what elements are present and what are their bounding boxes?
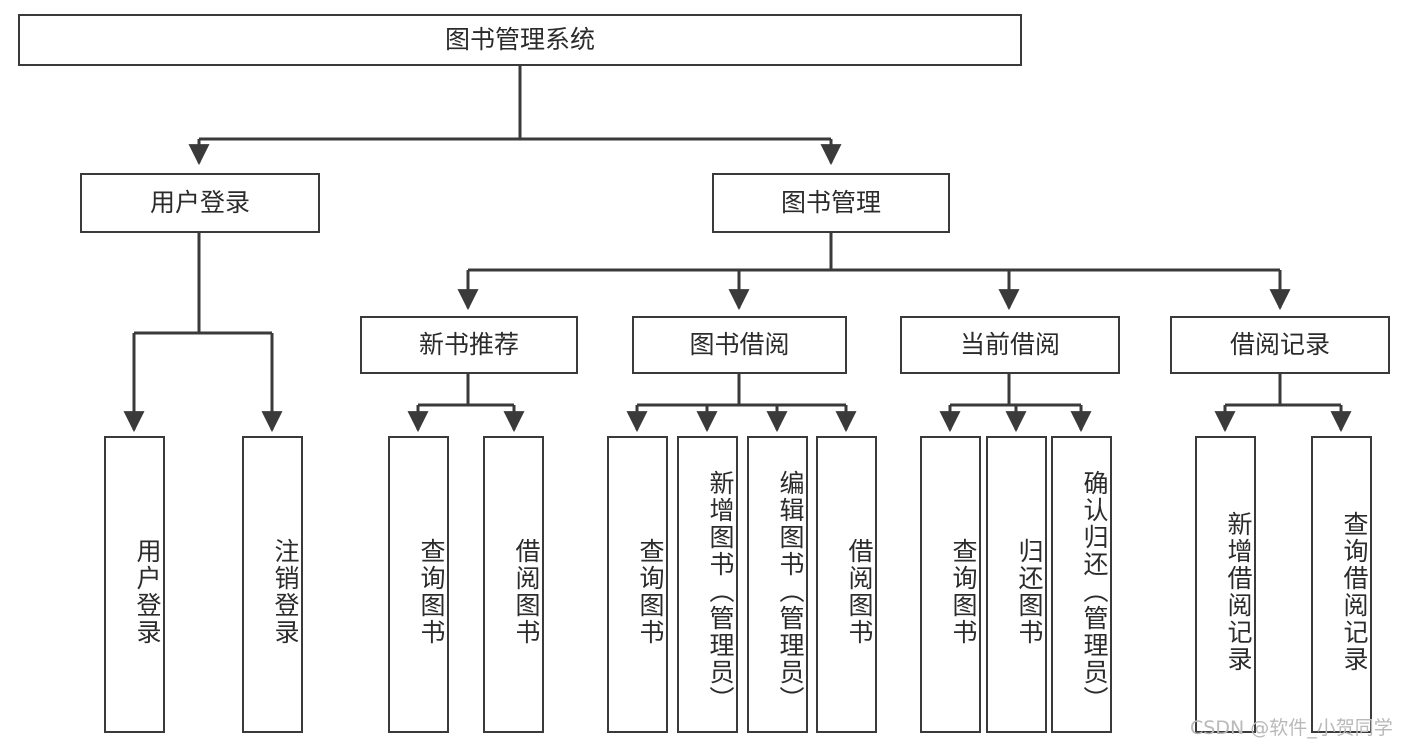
node-new-book-recommend[interactable]: 新书推荐 xyxy=(360,316,578,374)
node-label: 查询图书 xyxy=(949,537,978,646)
node-book-borrow[interactable]: 图书借阅 xyxy=(632,316,847,374)
node-label: 图书管理 xyxy=(780,188,881,218)
node-current-borrow[interactable]: 当前借阅 xyxy=(900,316,1120,374)
node-user-login[interactable]: 用户登录 xyxy=(80,173,320,233)
node-leaf-query-book-3[interactable]: 查询图书 xyxy=(920,436,981,733)
node-leaf-borrow-book-1[interactable]: 借阅图书 xyxy=(483,436,544,733)
node-label: 查询图书 xyxy=(636,537,665,646)
node-leaf-borrow-book-2[interactable]: 借阅图书 xyxy=(816,436,877,733)
node-label: 新书推荐 xyxy=(418,330,519,360)
csdn-watermark: CSDN @软件_小贺同学 xyxy=(1190,717,1393,739)
node-label: 确认归还（管理员） xyxy=(1080,470,1109,713)
node-leaf-user-logout[interactable]: 注销登录 xyxy=(242,436,303,733)
node-label: 图书借阅 xyxy=(689,330,790,360)
node-label: 借阅图书 xyxy=(845,537,874,646)
node-root-system[interactable]: 图书管理系统 xyxy=(18,14,1022,66)
node-label: 借阅图书 xyxy=(512,537,541,646)
node-label: 新增图书（管理员） xyxy=(706,470,735,713)
node-leaf-add-record[interactable]: 新增借阅记录 xyxy=(1195,436,1256,733)
node-label: 图书管理系统 xyxy=(444,25,595,55)
node-label: 当前借阅 xyxy=(959,330,1060,360)
node-label: 借阅记录 xyxy=(1229,330,1330,360)
node-leaf-query-book-1[interactable]: 查询图书 xyxy=(388,436,449,733)
node-label: 新增借阅记录 xyxy=(1224,510,1253,673)
node-label: 编辑图书（管理员） xyxy=(776,470,805,713)
node-leaf-add-book[interactable]: 新增图书（管理员） xyxy=(677,436,738,733)
node-leaf-user-login[interactable]: 用户登录 xyxy=(104,436,165,733)
node-book-manage[interactable]: 图书管理 xyxy=(712,173,950,233)
node-label: 查询借阅记录 xyxy=(1340,510,1369,673)
node-leaf-edit-book[interactable]: 编辑图书（管理员） xyxy=(747,436,808,733)
node-leaf-query-book-2[interactable]: 查询图书 xyxy=(607,436,668,733)
node-label: 用户登录 xyxy=(149,188,250,218)
node-label: 查询图书 xyxy=(417,537,446,646)
node-leaf-return-book[interactable]: 归还图书 xyxy=(986,436,1047,733)
node-borrow-record[interactable]: 借阅记录 xyxy=(1170,316,1390,374)
node-label: 归还图书 xyxy=(1015,537,1044,646)
node-leaf-confirm-return[interactable]: 确认归还（管理员） xyxy=(1051,436,1112,733)
node-leaf-query-record[interactable]: 查询借阅记录 xyxy=(1311,436,1372,733)
node-label: 用户登录 xyxy=(133,537,162,646)
node-label: 注销登录 xyxy=(271,537,300,646)
